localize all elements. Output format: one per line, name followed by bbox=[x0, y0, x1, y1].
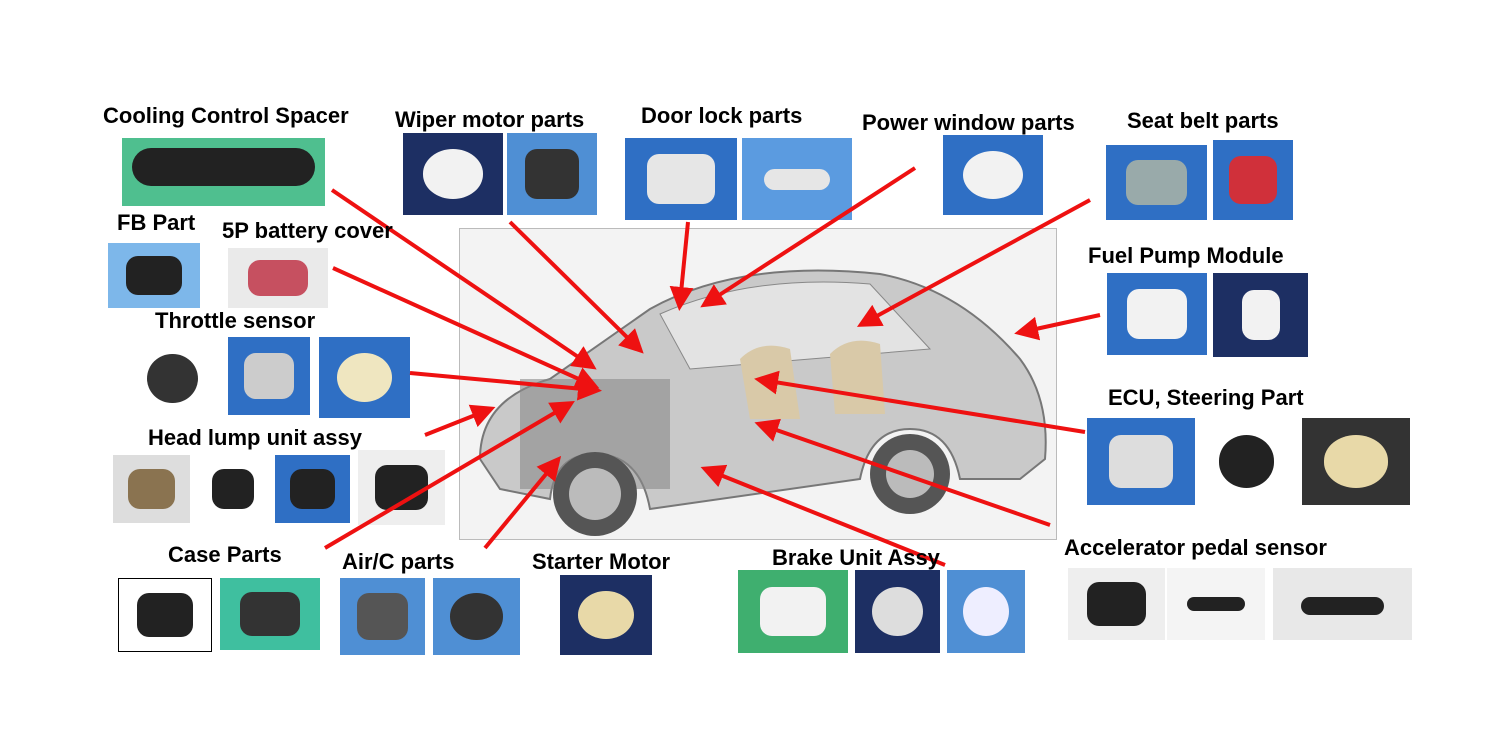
label-seat-belt-parts: Seat belt parts bbox=[1127, 108, 1279, 133]
label-wiper-motor-parts: Wiper motor parts bbox=[395, 107, 585, 132]
arrow-door bbox=[669, 221, 694, 311]
arrow-head bbox=[424, 404, 496, 437]
label-case-parts: Case Parts bbox=[168, 542, 282, 567]
photo-door-2 bbox=[742, 138, 852, 220]
arrow-brake bbox=[700, 464, 946, 567]
arrow-ecu bbox=[754, 370, 1086, 434]
photo-brake-1 bbox=[738, 570, 848, 653]
photo-head-3 bbox=[275, 455, 350, 523]
photo-ecu-3 bbox=[1302, 418, 1410, 505]
photo-accel-2 bbox=[1167, 568, 1265, 640]
label-battery-cover: 5P battery cover bbox=[222, 218, 393, 243]
photo-brake-3 bbox=[947, 570, 1025, 653]
photo-accel-3 bbox=[1273, 568, 1412, 640]
arrow-throttle bbox=[409, 371, 602, 401]
photo-fuel-pump-1 bbox=[1107, 273, 1207, 355]
label-power-window-parts: Power window parts bbox=[862, 110, 1075, 135]
label-starter-motor: Starter Motor bbox=[532, 549, 671, 574]
photo-head-1 bbox=[113, 455, 190, 523]
photo-battery-cover bbox=[228, 248, 328, 308]
photo-brake-2 bbox=[855, 570, 940, 653]
photo-throttle-3 bbox=[319, 337, 410, 418]
label-door-lock-parts: Door lock parts bbox=[641, 103, 803, 128]
label-fuel-pump-module: Fuel Pump Module bbox=[1088, 243, 1284, 268]
label-throttle-sensor: Throttle sensor bbox=[155, 308, 316, 333]
label-accelerator-sensor: Accelerator pedal sensor bbox=[1064, 535, 1327, 560]
photo-seat-belt-1 bbox=[1106, 145, 1207, 220]
arrow-fuel bbox=[1014, 313, 1101, 341]
arrow-cooling bbox=[330, 188, 597, 370]
photo-accel-1 bbox=[1068, 568, 1165, 640]
photo-airc-1 bbox=[340, 578, 425, 655]
photo-starter-motor bbox=[560, 575, 652, 655]
label-airc-parts: Air/C parts bbox=[342, 549, 455, 574]
photo-throttle-1 bbox=[130, 337, 215, 420]
photo-wiper-1 bbox=[403, 133, 503, 215]
photo-case-2 bbox=[220, 578, 320, 650]
label-brake-unit: Brake Unit Assy bbox=[772, 545, 940, 570]
photo-throttle-2 bbox=[228, 337, 310, 415]
label-cooling-control-spacer: Cooling Control Spacer bbox=[103, 103, 349, 128]
arrow-airc bbox=[483, 455, 562, 550]
label-ecu-steering: ECU, Steering Part bbox=[1108, 385, 1304, 410]
arrow-case bbox=[323, 400, 575, 550]
photo-fb-part bbox=[108, 243, 200, 308]
arrow-wiper bbox=[508, 220, 644, 354]
arrow-seat-belt bbox=[856, 198, 1091, 327]
photo-ecu-1 bbox=[1087, 418, 1195, 505]
photo-door-1 bbox=[625, 138, 737, 220]
photo-cooling-spacer bbox=[122, 138, 325, 206]
photo-head-4 bbox=[358, 450, 445, 525]
photo-ecu-2 bbox=[1200, 418, 1293, 505]
photo-head-2 bbox=[198, 455, 268, 523]
photo-fuel-pump-2 bbox=[1213, 273, 1308, 357]
arrow-accel bbox=[754, 418, 1051, 527]
arrow-power-window bbox=[700, 166, 917, 308]
arrow-battery bbox=[332, 266, 600, 390]
photo-wiper-2 bbox=[507, 133, 597, 215]
photo-power-window bbox=[943, 135, 1043, 215]
photo-airc-2 bbox=[433, 578, 520, 655]
label-head-lump: Head lump unit assy bbox=[148, 425, 362, 450]
photo-seat-belt-2 bbox=[1213, 140, 1293, 220]
photo-case-1 bbox=[118, 578, 212, 652]
label-fb-part: FB Part bbox=[117, 210, 196, 235]
